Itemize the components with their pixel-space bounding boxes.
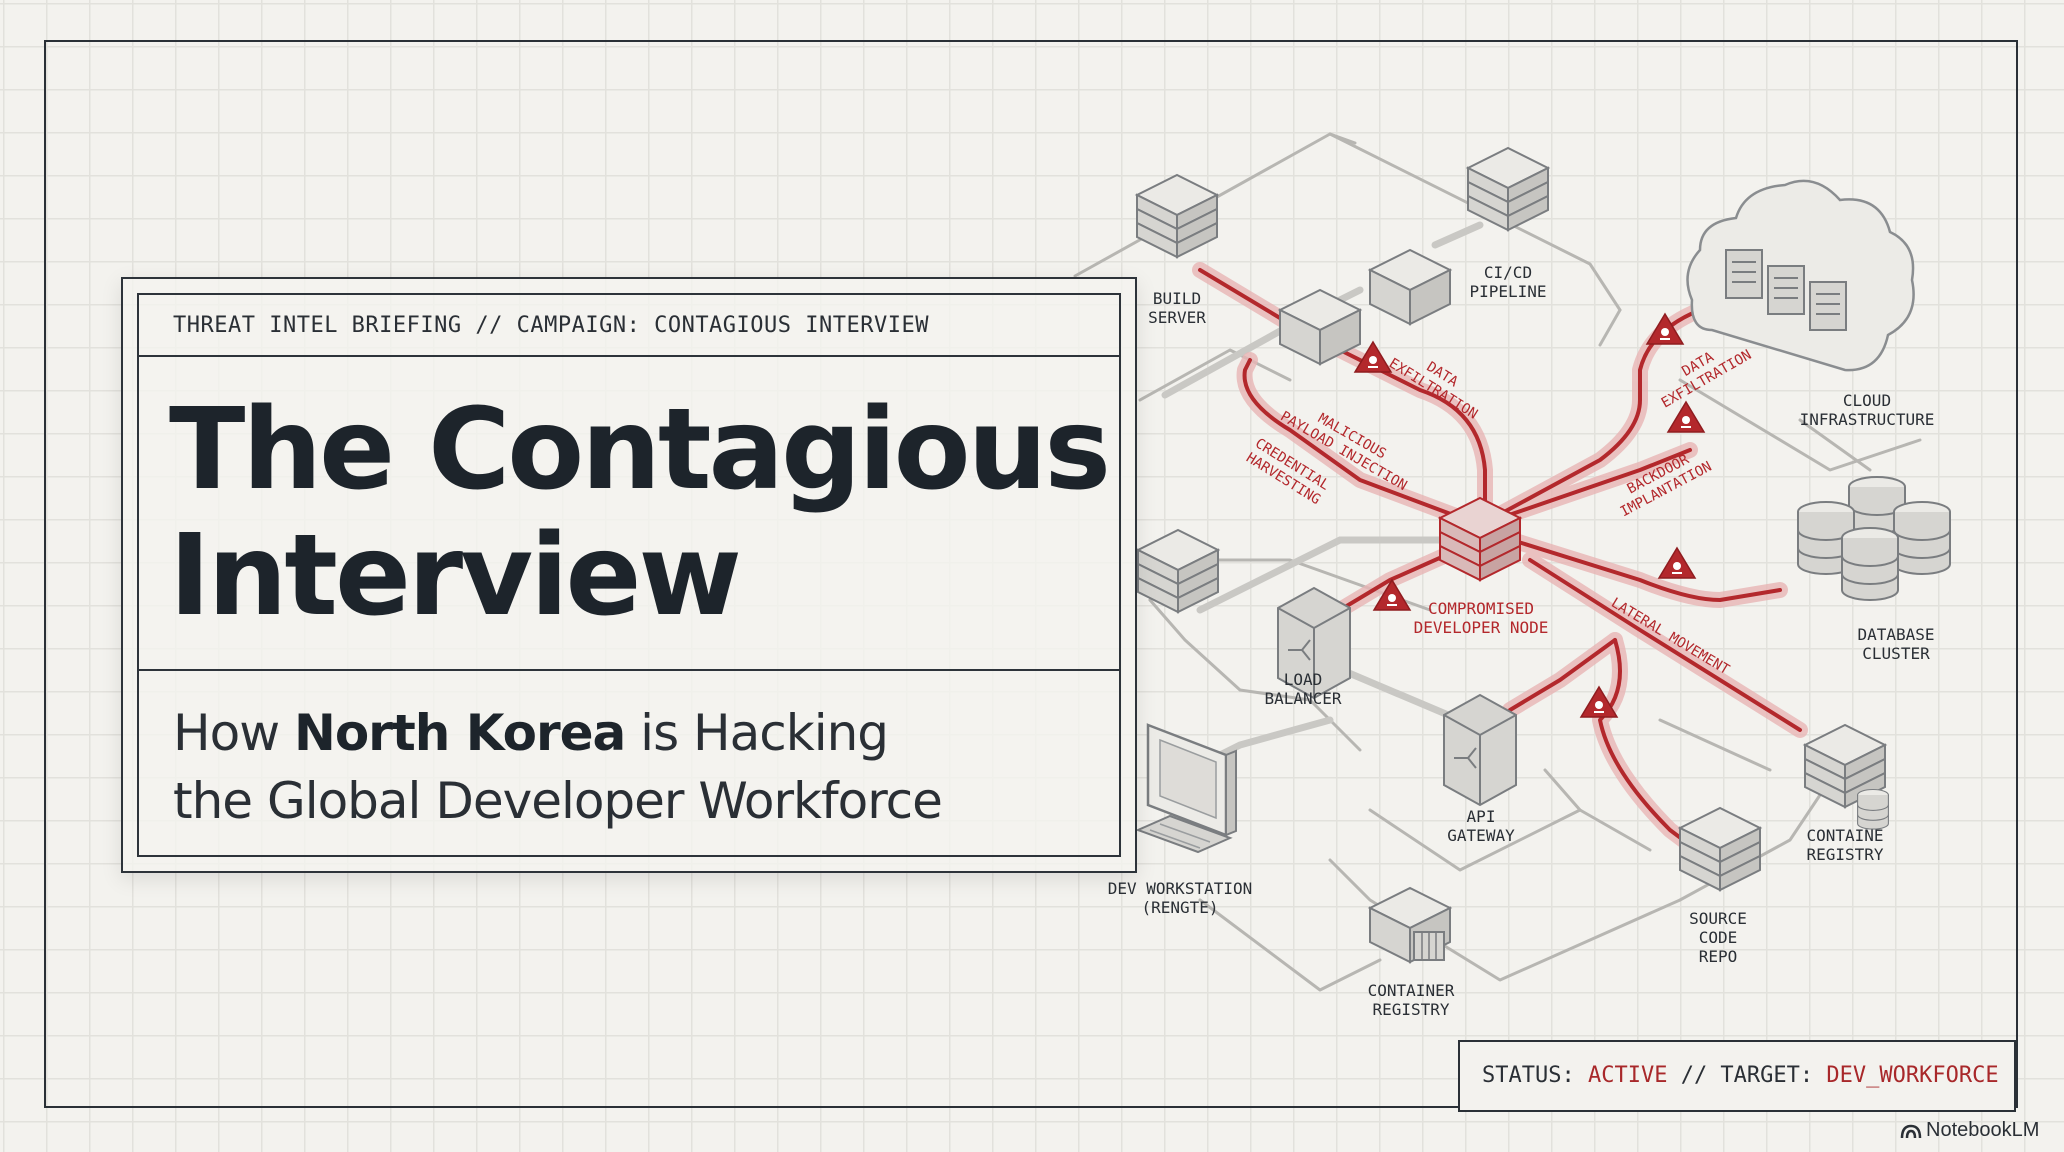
source-repo-label-2: CODE <box>1699 928 1738 947</box>
database-label: DATABASE <box>1857 625 1934 644</box>
subtitle-pre: How <box>173 704 294 762</box>
slide-frame <box>44 40 2018 1108</box>
container-registry-right-icon <box>1804 724 1889 830</box>
container-registry-right-label-2: REGISTRY <box>1806 845 1883 864</box>
container-registry-right-label: CONTAINE <box>1806 826 1883 845</box>
subtitle-line-2: the Global Developer Workforce <box>173 772 943 830</box>
ci-cd-pipeline-icon <box>1467 147 1549 231</box>
container-registry-bottom-icon <box>1369 887 1451 963</box>
load-balancer-label: LOAD <box>1284 670 1323 689</box>
status-value: ACTIVE <box>1587 1063 1668 1088</box>
build-server-label-2: SERVER <box>1148 308 1206 327</box>
source-code-repo-icon <box>1679 807 1761 891</box>
dev-workstation-icon <box>1135 723 1237 854</box>
subtitle-bold: North Korea <box>293 704 626 762</box>
container-registry-bottom-label-2: REGISTRY <box>1372 1000 1449 1019</box>
api-gateway-label-2: GATEWAY <box>1447 826 1515 845</box>
api-gateway-label: API <box>1467 807 1496 826</box>
ci-cd-label-2: PIPELINE <box>1469 282 1546 301</box>
brand-name: NotebookLM <box>1926 1119 2040 1141</box>
compromised-label-2: DEVELOPER NODE <box>1414 618 1549 637</box>
status-label: STATUS: <box>1482 1063 1588 1088</box>
target-value: DEV_WORKFORCE <box>1826 1063 1999 1088</box>
container-registry-bottom-label: CONTAINER <box>1368 981 1455 1000</box>
load-balancer-label-2: BALANCER <box>1264 689 1341 708</box>
build-server-icon <box>1136 174 1218 258</box>
load-balancer-icon <box>1277 586 1351 700</box>
title-line-1: The Contagious <box>169 385 1111 515</box>
api-gateway-icon <box>1443 693 1517 807</box>
cloud-label: CLOUD <box>1843 391 1891 410</box>
database-label-2: CLUSTER <box>1862 644 1930 663</box>
build-server-label: BUILD <box>1153 289 1201 308</box>
title-card: THREAT INTEL BRIEFING // CAMPAIGN: CONTA… <box>121 277 1137 873</box>
compromised-node-icon <box>1437 496 1523 582</box>
briefing-kicker: THREAT INTEL BRIEFING // CAMPAIGN: CONTA… <box>139 295 1119 357</box>
title-card-inner: THREAT INTEL BRIEFING // CAMPAIGN: CONTA… <box>137 293 1121 857</box>
notebooklm-icon <box>1900 1124 1922 1138</box>
cloud-label-2: INFRASTRUCTURE <box>1800 410 1935 429</box>
status-separator: // TARGET: <box>1667 1063 1827 1088</box>
cloud-icon <box>1686 179 1915 372</box>
page-title: The Contagious Interview <box>169 385 1111 641</box>
source-repo-label-3: REPO <box>1699 947 1738 966</box>
relay-box-icon <box>1369 249 1451 325</box>
title-line-2: Interview <box>169 511 742 641</box>
dev-workstation-label-2: (RENGTE) <box>1141 898 1218 917</box>
warning-icon <box>1658 547 1696 579</box>
svg-text:DEV WORKSTATION(RENGTE): DEV WORKSTATION(RENGTE) <box>1108 879 1253 917</box>
dev-workstation-label: DEV WORKSTATION <box>1108 879 1253 898</box>
subtitle: How North Korea is Hacking the Global De… <box>173 699 1099 835</box>
ci-cd-label: CI/CD <box>1484 263 1532 282</box>
source-repo-label: SOURCE <box>1689 909 1747 928</box>
subtitle-post: is Hacking <box>625 704 889 762</box>
title-divider <box>139 669 1119 671</box>
status-bar: STATUS: ACTIVE // TARGET: DEV_WORKFORCE <box>1458 1040 2016 1112</box>
compromised-label-1: COMPROMISED <box>1428 599 1534 618</box>
attack-paths <box>1198 268 1802 847</box>
subtitle-line-1: How North Korea is Hacking <box>173 699 1099 767</box>
database-cluster-icon <box>1797 476 1951 601</box>
brand-logo: NotebookLM <box>1900 1115 2060 1145</box>
